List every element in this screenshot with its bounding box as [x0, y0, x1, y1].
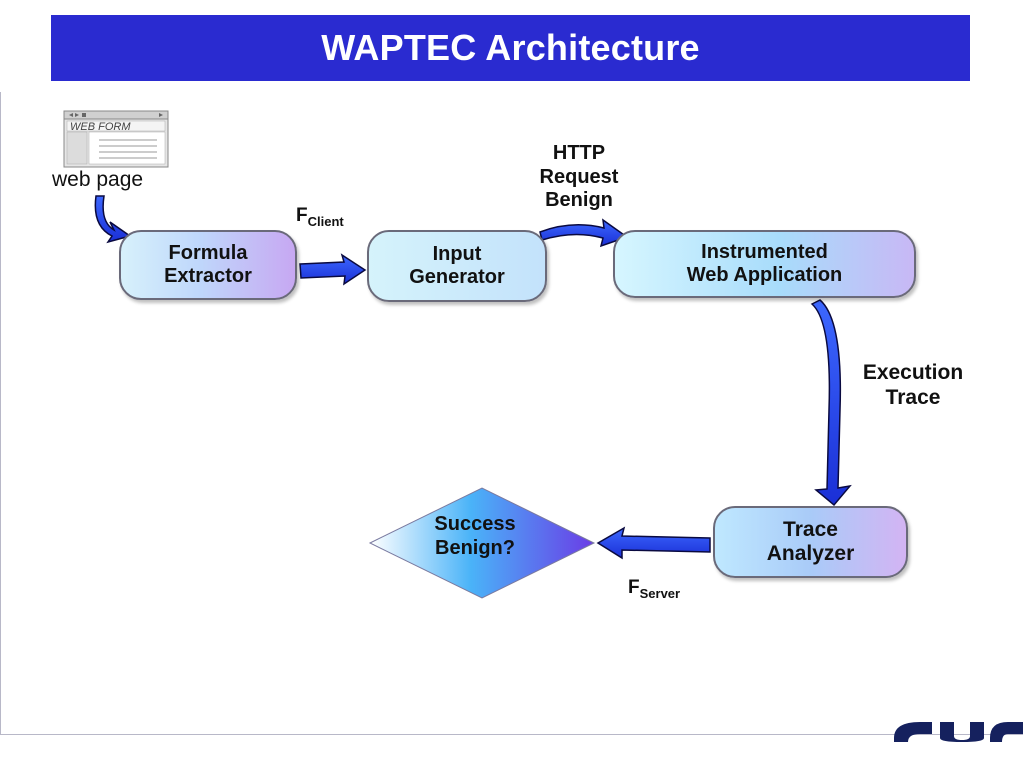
- formula-extractor-label: Formula Extractor: [164, 242, 252, 287]
- input-generator-label: Input Generator: [409, 243, 505, 288]
- f-client-main: F: [296, 205, 308, 226]
- web-form-caption: WEB FORM: [70, 121, 131, 133]
- f-server-sub: Server: [639, 586, 681, 601]
- arrow-app-to-analyzer: [810, 299, 852, 507]
- execution-trace-label: Execution Trace: [862, 361, 964, 409]
- title-bar: WAPTEC Architecture: [51, 15, 970, 81]
- trace-analyzer-box: Trace Analyzer: [713, 506, 908, 578]
- decision-diamond: [368, 487, 596, 599]
- arrow-extractor-to-generator: [299, 253, 367, 286]
- instrumented-app-box: Instrumented Web Application: [613, 230, 916, 298]
- formula-extractor-box: Formula Extractor: [119, 230, 297, 300]
- trace-analyzer-label: Trace Analyzer: [766, 517, 855, 565]
- bottom-divider: [0, 734, 1023, 735]
- decision-label: Success Benign?: [434, 513, 516, 559]
- f-client-sub: Client: [307, 214, 344, 229]
- instrumented-app-label: Instrumented Web Application: [686, 241, 843, 286]
- f-server-label: FServer: [628, 577, 681, 601]
- slide-title: WAPTEC Architecture: [321, 27, 700, 68]
- f-server-main: F: [628, 577, 640, 598]
- left-divider: [0, 92, 1, 734]
- web-page-label: web page: [52, 168, 144, 191]
- arrow-webpage-to-extractor: [94, 195, 132, 244]
- f-client-label: FClient: [296, 205, 344, 229]
- input-generator-box: Input Generator: [367, 230, 547, 302]
- http-request-label: HTTP Request Benign: [539, 142, 619, 212]
- corner-logo-icon: [894, 722, 1023, 742]
- web-form-icon: [63, 110, 169, 168]
- arrow-analyzer-to-decision: [596, 526, 711, 560]
